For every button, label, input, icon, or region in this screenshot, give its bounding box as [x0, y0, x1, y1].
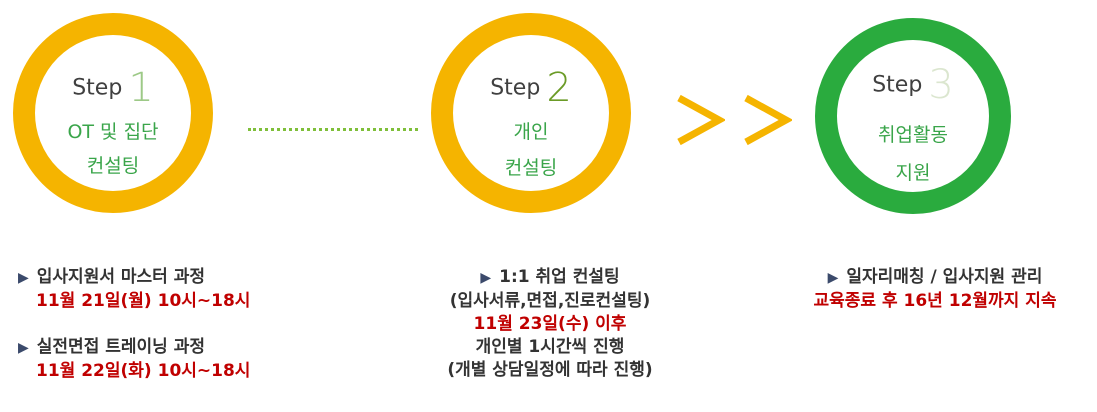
step3-detail: ▶ 일자리매칭 / 입사지원 관리 교육종료 후 16년 12월까지 지속 — [785, 266, 1085, 313]
chevron-right-icon — [744, 94, 792, 146]
step2-word: Step — [490, 75, 541, 101]
step3-line2: 지원 — [895, 162, 931, 184]
step1-word: Step — [72, 75, 123, 101]
step2-detail-title: 1:1 취업 컨설팅 — [499, 267, 620, 287]
step1-detail-1-title: 입사지원서 마스터 과정 — [36, 267, 206, 287]
step3-detail-note: 교육종료 후 16년 12월까지 지속 — [813, 291, 1057, 311]
step2-detail-note1: 개인별 1시간씩 진행 — [475, 337, 625, 357]
step2-detail-date: 11월 23일(수) 이후 — [473, 314, 627, 334]
step1-detail-2-date: 11월 22일(화) 10시~18시 — [36, 361, 251, 381]
triangle-right-icon: ▶ — [480, 270, 492, 286]
step1-detail-2: ▶ 실전면접 트레이닝 과정 11월 22일(화) 10시~18시 — [18, 336, 250, 383]
step2-line2: 컨설팅 — [504, 157, 558, 179]
triangle-right-icon: ▶ — [18, 270, 29, 286]
step1-detail-1: ▶ 입사지원서 마스터 과정 11월 21일(월) 10시~18시 — [18, 266, 250, 313]
step2-line1: 개인 — [513, 121, 549, 143]
step1-detail-1-date: 11월 21일(월) 10시~18시 — [36, 291, 251, 311]
step1-number: 1 — [128, 65, 154, 111]
step1-line2: 컨설팅 — [86, 155, 140, 177]
chevron-right-icon — [677, 94, 725, 146]
step1-line1: OT 및 집단 — [67, 121, 159, 143]
step3-detail-title: 일자리매칭 / 입사지원 관리 — [846, 267, 1043, 287]
step2-number: 2 — [546, 65, 572, 111]
step2-detail-note2: (개별 상담일정에 따라 진행) — [447, 360, 653, 380]
step3-line1: 취업활동 — [878, 124, 948, 146]
step3-word: Step — [872, 72, 923, 98]
step3-number: 3 — [928, 62, 954, 108]
step1-detail-2-title: 실전면접 트레이닝 과정 — [36, 337, 206, 357]
step2-detail: ▶ 1:1 취업 컨설팅 (입사서류,면접,진로컨설팅) 11월 23일(수) 이… — [400, 266, 700, 382]
step2-detail-subtitle: (입사서류,면접,진로컨설팅) — [449, 291, 651, 311]
connector-dotted-line — [248, 128, 418, 131]
triangle-right-icon: ▶ — [18, 340, 29, 356]
triangle-right-icon: ▶ — [827, 270, 839, 286]
